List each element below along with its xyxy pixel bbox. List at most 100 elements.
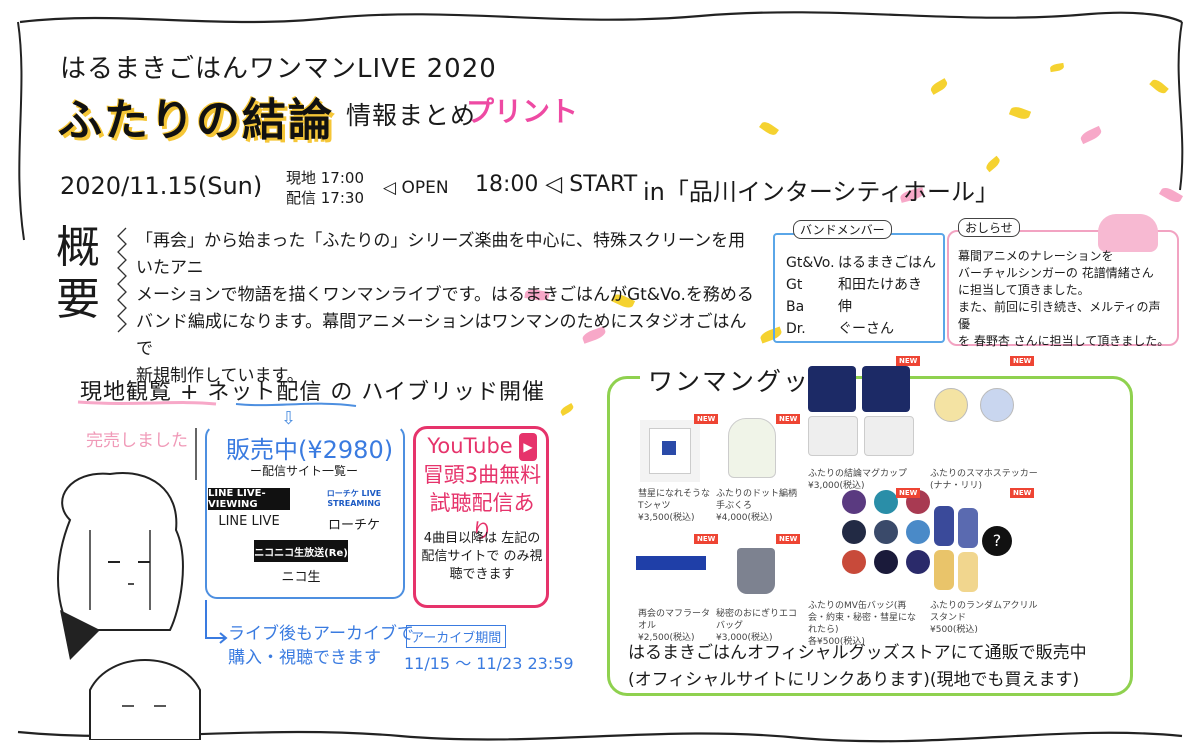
service-niconico[interactable]: ニコニコ生放送(Re) ニコ生 xyxy=(254,540,348,585)
youtube-line: 試聴配信あり xyxy=(429,491,535,543)
product-info: ふたりのスマホステッカー(ナナ・リリ) xyxy=(930,468,1042,492)
petal-decoration xyxy=(1158,185,1184,205)
hybrid-heading: 現地観覧 + ネット配信 の ハイブリッド開催 xyxy=(80,380,545,405)
goods-footer-line: はるまきごはんオフィシャルグッズストアにて通販で販売中 xyxy=(628,643,1087,663)
archive-period-label: アーカイブ期間 xyxy=(406,625,507,648)
news-line: を 春野杏 さんに担当して頂きました。 xyxy=(958,334,1170,348)
product-price: ¥2,500(税込) xyxy=(638,633,695,643)
news-label: おしらせ xyxy=(958,218,1020,237)
product-card-sticker[interactable] xyxy=(934,388,1044,422)
product-price: 各¥500(税込) xyxy=(808,637,865,647)
product-image[interactable] xyxy=(728,418,776,478)
petal-decoration xyxy=(1078,125,1104,145)
archive-arrow xyxy=(205,600,228,644)
product-card-gloves[interactable] xyxy=(720,418,784,482)
archive-text: ライブ後もアーカイブで 購入・視聴できます xyxy=(228,622,414,670)
overview-line: メーションで物語を描くワンマンライブです。はるまきごはんがGt&Vo.を務める xyxy=(136,285,754,305)
new-badge: NEW xyxy=(1010,488,1035,498)
product-info: ふたりの結論マグカップ ¥3,000(税込) xyxy=(808,468,918,492)
product-price: ¥500(税込) xyxy=(930,625,978,635)
product-card-eco-bag[interactable] xyxy=(726,538,786,600)
band-member-part: Dr. xyxy=(786,321,806,337)
product-price: ¥3,000(税込) xyxy=(808,481,865,491)
petal-decoration xyxy=(759,119,779,138)
product-card-badges[interactable] xyxy=(812,490,930,574)
youtube-logo-text[interactable]: YouTube ▶ xyxy=(422,432,542,461)
open-label: ◁ OPEN xyxy=(383,178,449,198)
new-badge: NEW xyxy=(694,534,719,544)
band-member-name: 伸 xyxy=(838,299,852,315)
product-image[interactable] xyxy=(934,388,1044,422)
news-text: 幕間アニメのナレーションを バーチャルシンガーの 花譜情緒さん に担当して頂きま… xyxy=(958,248,1170,350)
band-member-part: Gt&Vo. xyxy=(786,255,835,271)
product-image[interactable] xyxy=(636,556,706,570)
petal-decoration xyxy=(1149,77,1169,96)
overview-line: 新規制作しています。 xyxy=(136,366,304,386)
overview-line: 「再会」から始まった「ふたりの」シリーズ楽曲を中心に、特殊スクリーンを用いたアニ xyxy=(136,231,746,278)
product-info: 彗星になれそうなTシャツ ¥3,500(税込) xyxy=(638,488,714,524)
band-member-part: Ba xyxy=(786,299,805,315)
band-member-part: Gt xyxy=(786,277,803,293)
product-card-tshirt[interactable] xyxy=(640,420,700,482)
product-price: ¥4,000(税込) xyxy=(716,513,773,523)
product-image[interactable] xyxy=(808,366,918,412)
archive-line: ライブ後もアーカイブで xyxy=(228,624,414,644)
product-image[interactable] xyxy=(737,548,775,594)
product-info: ふたりのドット編柄手ぶくろ ¥4,000(税込) xyxy=(716,488,802,524)
page-title: ふたりの結論 xyxy=(58,95,334,146)
product-name: ふたりのスマホステッカー(ナナ・リリ) xyxy=(930,469,1038,491)
band-member-row: Gt 和田たけあき xyxy=(786,274,936,296)
service-lawson-ticket[interactable]: ローチケ LIVE STREAMING ローチケ xyxy=(322,486,386,533)
character-doodle-image xyxy=(1098,214,1158,252)
product-image[interactable] xyxy=(649,428,691,474)
petal-decoration xyxy=(559,402,575,417)
local-open-time: 現地 17:00 xyxy=(286,169,364,187)
open-times: 現地 17:00 配信 17:30 xyxy=(286,168,364,208)
product-image[interactable] xyxy=(842,490,930,574)
petal-decoration xyxy=(928,78,950,95)
product-price: ¥3,000(税込) xyxy=(716,633,773,643)
service-line-live[interactable]: LINE LIVE-VIEWING LINE LIVE xyxy=(208,488,290,529)
sale-price: 販売中(¥2980) xyxy=(226,436,394,464)
news-box xyxy=(947,230,1179,346)
sale-bracket xyxy=(205,425,405,599)
petal-decoration xyxy=(1049,62,1065,73)
overview-line: バンド編成になります。幕間アニメーションはワンマンのためにスタジオごはんで xyxy=(136,312,747,359)
niconico-logo[interactable]: ニコニコ生放送(Re) xyxy=(254,540,348,562)
new-badge: NEW xyxy=(896,488,921,498)
petal-decoration xyxy=(1008,104,1032,122)
product-card-towel[interactable] xyxy=(636,548,708,578)
overview-bracket xyxy=(117,227,127,333)
product-name: 彗星になれそうなTシャツ xyxy=(638,489,711,511)
title-suffix: 情報まとめ xyxy=(346,101,477,130)
band-member-name: ぐーさん xyxy=(838,321,894,337)
new-badge: NEW xyxy=(776,414,801,424)
soldout-label: 完売しました xyxy=(86,431,188,451)
product-card-acrylic-stand[interactable]: ? xyxy=(930,500,1030,596)
product-info: 秘密のおにぎりエコバッグ ¥3,000(税込) xyxy=(716,608,802,644)
new-badge: NEW xyxy=(1010,356,1035,366)
product-info: 再会のマフラータオル ¥2,500(税込) xyxy=(638,608,714,644)
product-info: ふたりのランダムアクリルスタンド ¥500(税込) xyxy=(930,600,1042,636)
youtube-line: 冒頭3曲無料 xyxy=(422,463,542,487)
new-badge: NEW xyxy=(776,534,801,544)
band-member-row: Gt&Vo.はるまきごはん xyxy=(786,252,936,274)
band-member-row: Dr. ぐーさん xyxy=(786,318,936,340)
product-name: 秘密のおにぎりエコバッグ xyxy=(716,609,798,631)
new-badge: NEW xyxy=(694,414,719,424)
service-name: LINE LIVE xyxy=(218,514,280,529)
product-info: ふたりのMV缶バッジ(再会・約束・秘密・彗星になれたら) 各¥500(税込) xyxy=(808,600,920,648)
goods-footer: はるまきごはんオフィシャルグッズストアにて通販で販売中 (オフィシャルサイトにリ… xyxy=(628,640,1128,694)
new-badge: NEW xyxy=(896,356,921,366)
news-line: また、前回に引き続き、メルティの声優 xyxy=(958,300,1161,331)
start-time: 18:00 ◁ START xyxy=(475,172,638,197)
lawson-ticket-logo[interactable]: ローチケ LIVE STREAMING xyxy=(326,489,382,508)
event-subtitle: はるまきごはんワンマンLIVE 2020 xyxy=(60,54,497,84)
product-image[interactable] xyxy=(934,506,954,546)
line-live-logo[interactable]: LINE LIVE-VIEWING xyxy=(208,488,290,510)
sale-sites-heading: ー配信サイト一覧ー xyxy=(250,464,359,478)
product-card-mug[interactable] xyxy=(808,366,918,456)
event-date: 2020/11.15(Sun) xyxy=(60,172,263,200)
news-line: 幕間アニメのナレーションを xyxy=(958,249,1114,263)
band-member-name: 和田たけあき xyxy=(838,277,922,293)
